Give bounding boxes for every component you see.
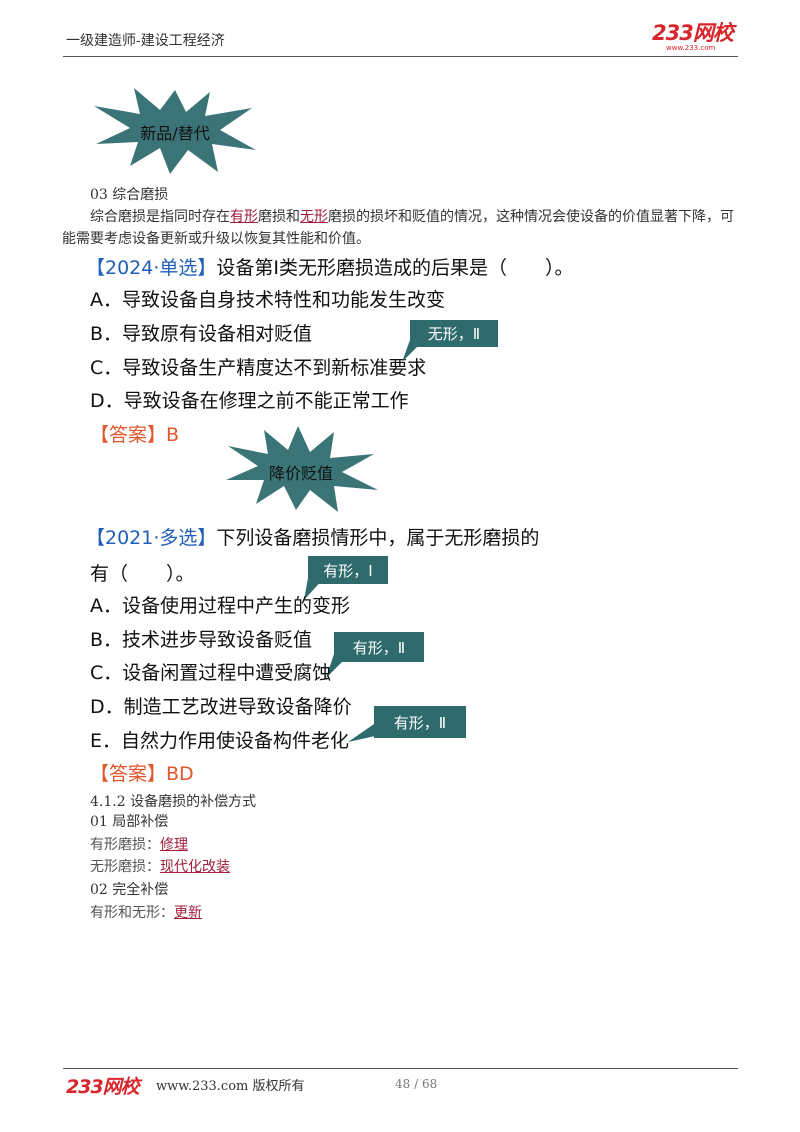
footer-logo[interactable]: 233网校 — [66, 1076, 140, 1098]
question-stem: 下列设备磨损情形中，属于无形磨损的 — [216, 527, 540, 549]
modernization-link[interactable]: 现代化改装 — [160, 859, 230, 875]
starburst-shape — [226, 426, 378, 512]
starburst-new-product: 新品/替代 — [90, 86, 260, 176]
logo-text: 233网校 — [652, 21, 734, 45]
repair-link[interactable]: 修理 — [160, 837, 188, 853]
starburst-shape — [94, 88, 256, 174]
option-e: E．自然力作用使设备构件老化 — [90, 730, 350, 752]
callout-tail — [348, 724, 384, 742]
option-d: D．制造工艺改进导致设备降价 — [90, 696, 352, 718]
intangible-link[interactable]: 无形 — [300, 209, 328, 225]
para-text: 磨损和 — [258, 209, 300, 225]
subheading-partial-compensation: 01 局部补偿 — [90, 814, 169, 830]
footer-copyright: www.233.com 版权所有 — [156, 1079, 305, 1094]
question-2021: 【2021·多选】下列设备磨损情形中，属于无形磨损的 — [86, 526, 539, 550]
header-divider — [63, 56, 738, 57]
tangible-link[interactable]: 有形 — [230, 209, 258, 225]
callout-tangible-i: 有形，Ⅰ — [304, 556, 388, 600]
callout-tangible-ii-first: 有形，Ⅱ — [326, 632, 424, 678]
para-text: 综合磨损是指同时存在 — [90, 209, 230, 225]
brand-logo[interactable]: 233网校 www.233.com — [652, 22, 738, 52]
answer-label: 【答案】B — [90, 424, 180, 446]
starburst-price-drop: 降价贬值 — [222, 424, 380, 514]
option-b: B．导致原有设备相对贬值 — [90, 323, 313, 345]
option-c: C．导致设备生产精度达不到新标准要求 — [90, 357, 427, 379]
callout-label: 无形，Ⅱ — [427, 325, 481, 343]
tangible-wear-line: 有形磨损：修理 — [90, 834, 188, 856]
option-c: C．设备闲置过程中遭受腐蚀 — [90, 662, 332, 684]
callout-tail — [402, 340, 424, 362]
replacement-link[interactable]: 更新 — [174, 905, 202, 921]
full-compensation-line: 有形和无形：更新 — [90, 902, 202, 924]
section-heading-compensation: 4.1.2 设备磨损的补偿方式 — [90, 794, 257, 810]
option-a: A．设备使用过程中产生的变形 — [90, 595, 350, 617]
callout-tail — [304, 578, 324, 600]
line-label: 有形和无形： — [90, 905, 174, 921]
subheading-full-compensation: 02 完全补偿 — [90, 882, 169, 898]
intangible-wear-line: 无形磨损：现代化改装 — [90, 856, 230, 878]
comprehensive-wear-paragraph: 综合磨损是指同时存在有形磨损和无形磨损的损坏和贬值的情况，这种情况会使设备的价值… — [62, 206, 742, 250]
callout-label: 有形，Ⅱ — [393, 713, 447, 732]
callout-label: 有形，Ⅰ — [323, 561, 373, 580]
logo-url: www.233.com — [666, 44, 716, 52]
page-number: 48 / 68 — [395, 1077, 438, 1091]
answer-label: 【答案】BD — [90, 763, 194, 785]
callout-tail — [326, 654, 350, 678]
starburst-label: 降价贬值 — [268, 464, 333, 483]
document-title: 一级建造师-建设工程经济 — [66, 33, 225, 49]
option-d: D．导致设备在修理之前不能正常工作 — [90, 390, 409, 412]
question-tag: 【2021·多选】 — [86, 527, 217, 549]
callout-label: 有形，Ⅱ — [352, 638, 406, 657]
question-stem-continued: 有（ ）。 — [90, 563, 195, 585]
option-a: A．导致设备自身技术特性和功能发生改变 — [90, 289, 445, 311]
line-label: 有形磨损： — [90, 837, 160, 853]
callout-intangible-ii: 无形，Ⅱ — [402, 320, 498, 362]
question-tag: 【2024·单选】 — [86, 257, 217, 279]
callout-tangible-ii-second: 有形，Ⅱ — [348, 706, 466, 742]
option-b: B．技术进步导致设备贬值 — [90, 629, 313, 651]
footer-divider — [63, 1068, 738, 1069]
starburst-label: 新品/替代 — [140, 124, 210, 143]
question-stem: 设备第Ⅰ类无形磨损造成的后果是（ ）。 — [216, 257, 574, 279]
line-label: 无形磨损： — [90, 859, 160, 875]
para-text: 磨损的损坏和贬值的情况，这种情况会使设备的价值显著下降，可能需要考虑设备更新或升… — [62, 209, 734, 247]
section-heading-comprehensive-wear: 03 综合磨损 — [90, 187, 169, 203]
question-2024: 【2024·单选】设备第Ⅰ类无形磨损造成的后果是（ ）。 — [86, 256, 574, 280]
